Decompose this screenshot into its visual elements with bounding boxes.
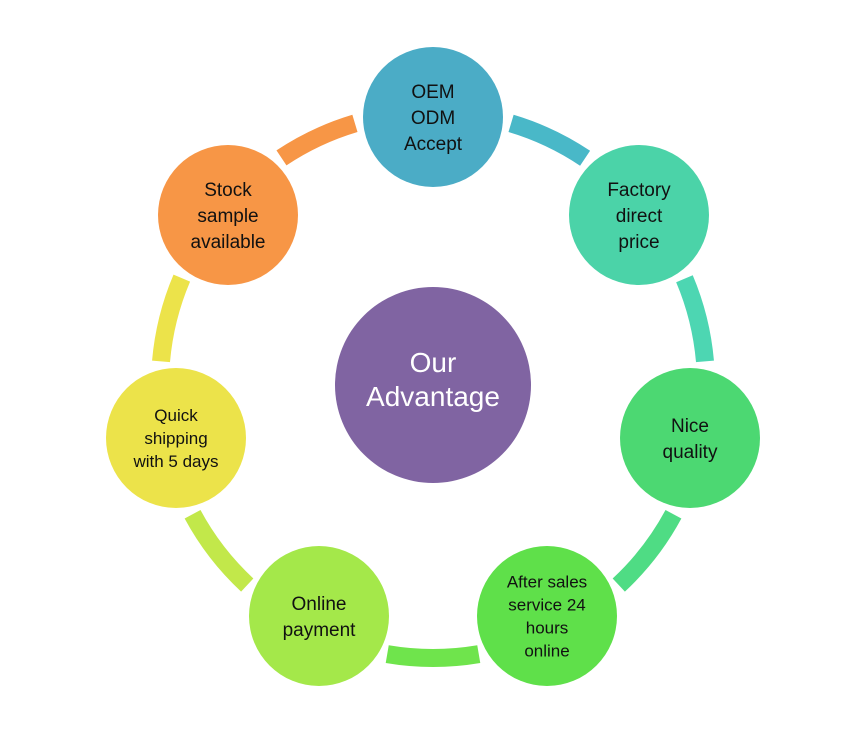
node-label-line: price: [618, 232, 659, 253]
node-label-oem-odm: OEM ODM Accept: [404, 82, 463, 155]
node-quick-shipping: Quick shipping with 5 days: [106, 368, 246, 508]
node-circle-quick-shipping: [106, 368, 246, 508]
connector-after-sales-to-online-payment: [385, 645, 481, 667]
node-factory-price: Factory direct price: [569, 145, 709, 285]
node-label-factory-price: Factory direct price: [607, 180, 671, 253]
node-label-line: service 24: [508, 596, 585, 615]
connector-stock-sample-to-oem-odm: [276, 114, 358, 166]
node-label-nice-quality: Nice quality: [663, 416, 718, 463]
node-label-line: payment: [283, 620, 357, 641]
node-label-line: ODM: [411, 108, 455, 129]
node-label-line: Nice: [671, 416, 709, 437]
node-label-line: After sales: [507, 573, 587, 592]
node-label-line: Factory: [607, 180, 671, 201]
node-circle-after-sales: [477, 546, 617, 686]
connectors: [152, 114, 714, 667]
node-circle-factory-price: [569, 145, 709, 285]
node-circle-stock-sample: [158, 145, 298, 285]
connector-oem-odm-to-factory-price: [508, 114, 591, 166]
node-online-payment: Online payment: [249, 546, 389, 686]
node-label-line: Accept: [404, 134, 463, 155]
node-label-line: Stock: [204, 180, 252, 201]
node-stock-sample: Stock sample available: [158, 145, 298, 285]
node-label-line: with 5 days: [132, 452, 218, 471]
node-label-line: online: [524, 642, 569, 661]
node-label-online-payment: Online payment: [283, 594, 357, 641]
node-circle-oem-odm: [363, 47, 503, 187]
node-oem-odm: OEM ODM Accept: [363, 47, 503, 187]
node-label-stock-sample: Stock sample available: [191, 180, 266, 253]
node-label-line: sample: [197, 206, 258, 227]
node-label-line: Online: [292, 594, 347, 615]
connector-quick-shipping-to-stock-sample: [152, 274, 191, 363]
node-label-line: direct: [616, 206, 663, 227]
node-circle-nice-quality: [620, 368, 760, 508]
node-label-after-sales: After sales service 24 hours online: [507, 573, 587, 661]
node-label-line: quality: [663, 442, 718, 463]
connector-nice-quality-to-after-sales: [612, 509, 682, 592]
node-label-line: available: [191, 232, 266, 253]
node-label-line: hours: [526, 619, 569, 638]
node-circle-online-payment: [249, 546, 389, 686]
connector-factory-price-to-nice-quality: [676, 275, 714, 363]
center-label-line: Advantage: [366, 381, 500, 412]
center-circle: [335, 287, 531, 483]
node-nice-quality: Nice quality: [620, 368, 760, 508]
node-after-sales: After sales service 24 hours online: [477, 546, 617, 686]
node-label-line: Quick: [154, 406, 198, 425]
node-label-quick-shipping: Quick shipping with 5 days: [132, 406, 218, 471]
center-label-line: Our: [410, 347, 457, 378]
connector-online-payment-to-quick-shipping: [184, 509, 254, 592]
node-label-line: shipping: [144, 429, 207, 448]
node-label-line: OEM: [411, 82, 454, 103]
